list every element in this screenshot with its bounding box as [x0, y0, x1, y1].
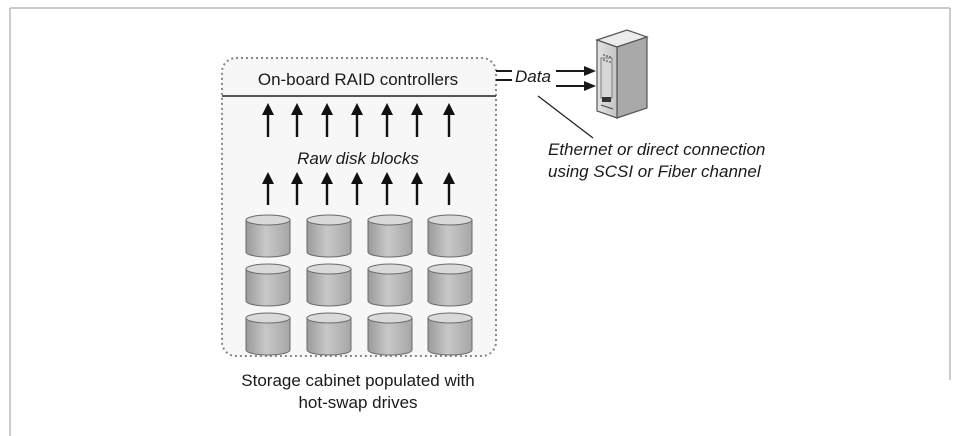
- up-arrow-icon: [351, 172, 363, 205]
- disk-drive-icon: [427, 312, 473, 356]
- connection-caption-line1: Ethernet or direct connection: [548, 140, 765, 159]
- disk-drive-icon: [306, 214, 352, 258]
- cabinet-caption-line1: Storage cabinet populated with: [241, 371, 474, 390]
- controllers-label: On-board RAID controllers: [258, 70, 458, 89]
- up-arrow-icon: [262, 103, 274, 137]
- upper-arrow-row: [262, 103, 455, 137]
- disk-drive-icon: [245, 214, 291, 258]
- up-arrow-icon: [411, 172, 423, 205]
- up-arrow-icon: [321, 172, 333, 205]
- data-link-right-arrows: [556, 66, 596, 91]
- up-arrow-icon: [381, 172, 393, 205]
- disk-drive-icon: [427, 214, 473, 258]
- up-arrow-icon: [443, 103, 455, 137]
- connection-pointer-line: [537, 95, 594, 139]
- connection-caption-line2: using SCSI or Fiber channel: [548, 162, 762, 181]
- disk-drive-icon: [245, 312, 291, 356]
- up-arrow-icon: [381, 103, 393, 137]
- server-tower-icon: [595, 29, 649, 119]
- cabinet-caption-line2: hot-swap drives: [298, 393, 417, 412]
- up-arrow-icon: [321, 103, 333, 137]
- disk-drive-icon: [306, 312, 352, 356]
- data-label: Data: [515, 67, 551, 86]
- up-arrow-icon: [443, 172, 455, 205]
- up-arrow-icon: [291, 103, 303, 137]
- up-arrow-icon: [411, 103, 423, 137]
- disk-drive-icon: [245, 263, 291, 307]
- data-link-left: [496, 70, 512, 81]
- raw-disk-blocks-label: Raw disk blocks: [297, 149, 419, 168]
- lower-arrow-row: [262, 172, 455, 205]
- disk-drive-icon: [306, 263, 352, 307]
- disk-drive-icon: [427, 263, 473, 307]
- drive-grid: [245, 214, 473, 356]
- disk-drive-icon: [367, 263, 413, 307]
- disk-drive-icon: [367, 214, 413, 258]
- up-arrow-icon: [291, 172, 303, 205]
- storage-cabinet-box: [221, 57, 497, 357]
- up-arrow-icon: [351, 103, 363, 137]
- up-arrow-icon: [262, 172, 274, 205]
- disk-drive-icon: [367, 312, 413, 356]
